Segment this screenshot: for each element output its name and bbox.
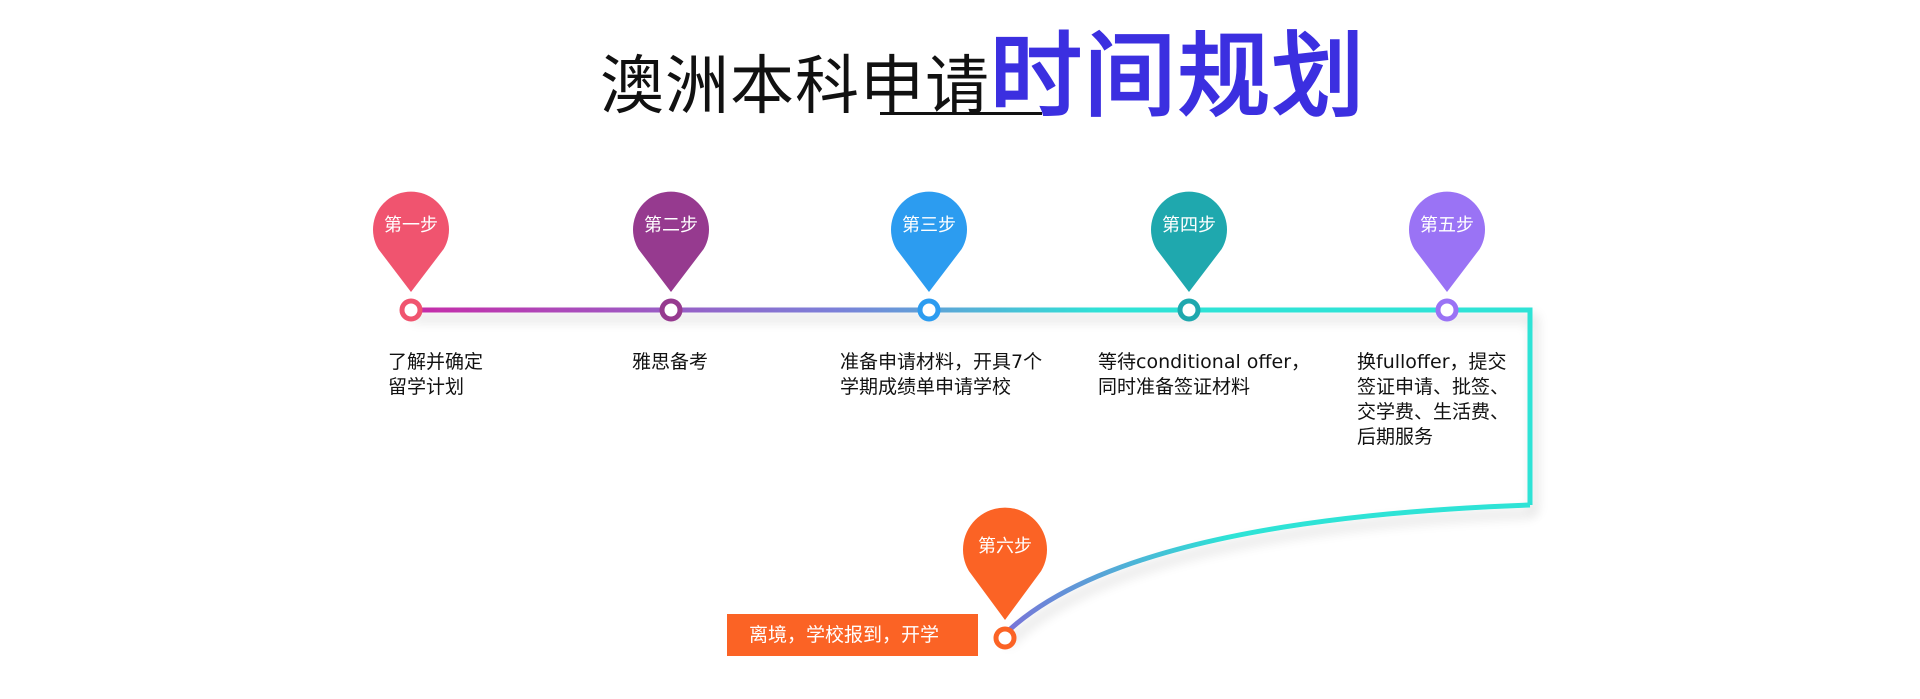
step-5-pin-label: 第五步 [1420,215,1474,236]
step-nodes [399,298,1459,650]
title-underline [880,112,1042,115]
timeline-curve [1001,502,1531,638]
title-area: 澳洲本科申请 时间规划 [0,0,1920,130]
step-3-desc-line: 学期成绩单申请学校 [840,376,1012,398]
step-4-pin-label: 第四步 [1162,215,1216,236]
step-6-pin-label: 第六步 [978,536,1032,557]
step-3-pin-label: 第三步 [902,215,956,236]
step-4-pin [1151,191,1227,292]
step-2-pin-label: 第二步 [644,215,698,236]
step-6-pin [963,507,1047,620]
step-4-desc-line: 同时准备签证材料 [1098,376,1251,398]
step-2-desc-line: 雅思备考 [632,351,709,373]
step-1-desc-line: 了解并确定 [388,351,484,373]
title-highlight-part: 时间规划 [990,23,1367,130]
page-title: 澳洲本科申请 时间规划 [600,2,1366,130]
title-normal-part: 澳洲本科申请 [600,50,990,124]
step-2-pin [633,191,709,292]
step-1-desc-line: 留学计划 [388,376,465,398]
step-1-node [399,298,423,322]
step-5-pin [1409,191,1485,292]
step-6-description-box: 离境，学校报到，开学 [727,614,978,656]
step-5-desc-line: 交学费、生活费、 [1357,401,1510,423]
step-3-description: 准备申请材料，开具7个 学期成绩单申请学校 [840,350,1042,400]
step-4-desc-line: 等待conditional offer， [1098,351,1311,373]
step-3-node [917,298,941,322]
step-5-desc-line: 后期服务 [1357,426,1434,448]
step-3-desc-line: 准备申请材料，开具7个 [840,351,1043,373]
step-5-node [1435,298,1459,322]
step-4-node [1177,298,1201,322]
step-1-pin-label: 第一步 [384,215,438,236]
step-pins [373,191,1485,620]
step-5-desc-line: 换fulloffer，提交 [1357,351,1507,373]
step-4-description: 等待conditional offer， 同时准备签证材料 [1098,350,1310,400]
step-2-description: 雅思备考 [632,350,708,375]
step-5-description: 换fulloffer，提交 签证申请、批签、 交学费、生活费、 后期服务 [1357,350,1509,450]
step-3-pin [891,191,967,292]
step-1-description: 了解并确定 留学计划 [388,350,483,400]
step-6-node [993,626,1017,650]
timeline-main-line [408,307,1533,505]
step-5-desc-line: 签证申请、批签、 [1357,376,1510,398]
step-2-node [659,298,683,322]
step-1-pin [373,191,449,292]
